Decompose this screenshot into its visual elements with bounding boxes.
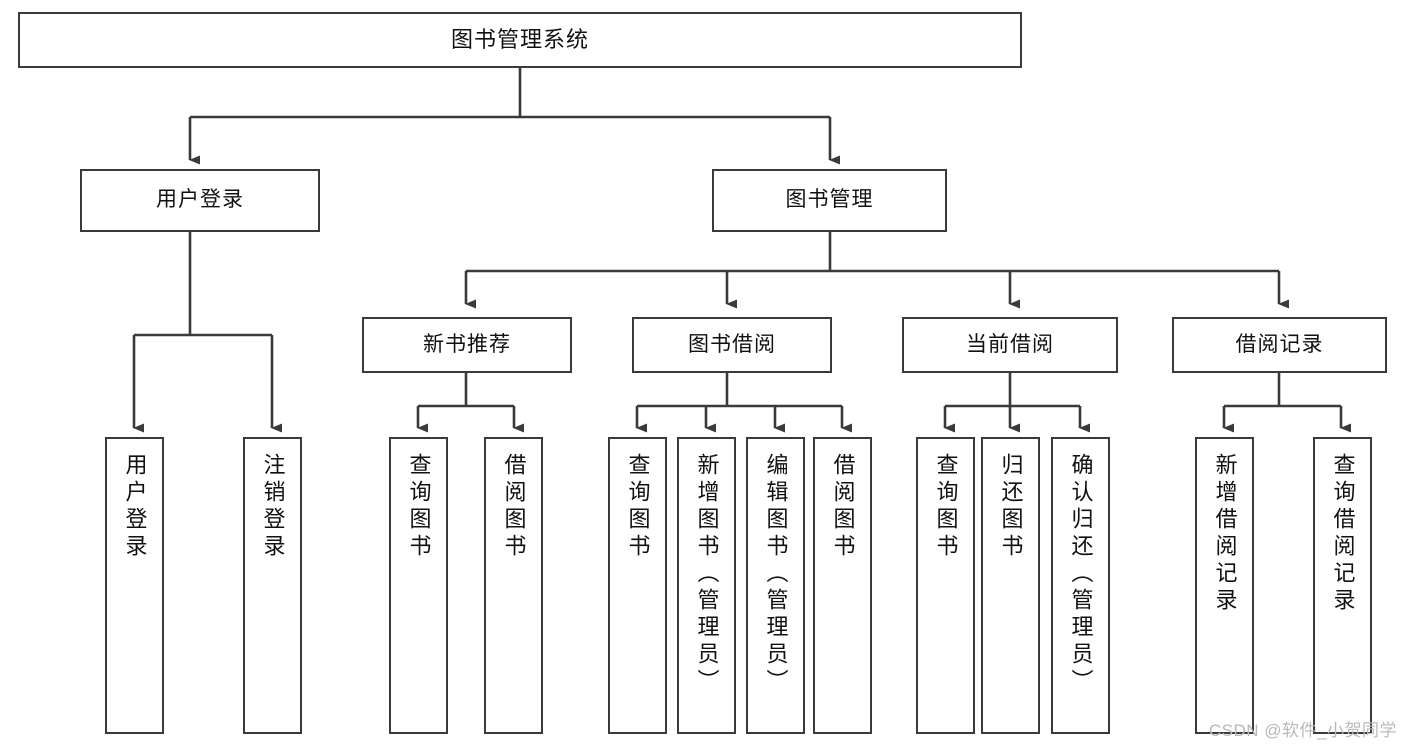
leaf-query-books-borrow[interactable]: 查询图书 xyxy=(608,437,667,734)
node-label: 确认归还（管理员） xyxy=(1068,453,1094,696)
node-current-borrow[interactable]: 当前借阅 xyxy=(902,317,1118,373)
leaf-add-borrow-record[interactable]: 新增借阅记录 xyxy=(1195,437,1254,734)
node-book-management[interactable]: 图书管理 xyxy=(712,169,947,232)
node-new-book-recommend[interactable]: 新书推荐 xyxy=(362,317,572,373)
leaf-query-borrow-record[interactable]: 查询借阅记录 xyxy=(1313,437,1372,734)
node-label: 查询图书 xyxy=(625,453,651,561)
node-label: 当前借阅 xyxy=(966,332,1054,356)
node-label: 注销登录 xyxy=(260,453,286,561)
leaf-edit-book-admin[interactable]: 编辑图书（管理员） xyxy=(746,437,805,734)
node-label: 用户登录 xyxy=(122,453,148,561)
node-user-login[interactable]: 用户登录 xyxy=(80,169,320,232)
leaf-query-books-current[interactable]: 查询图书 xyxy=(916,437,975,734)
node-label: 查询图书 xyxy=(406,453,432,561)
node-label: 借阅图书 xyxy=(830,453,856,561)
leaf-return-book[interactable]: 归还图书 xyxy=(981,437,1040,734)
leaf-add-book-admin[interactable]: 新增图书（管理员） xyxy=(677,437,736,734)
node-label: 归还图书 xyxy=(998,453,1024,561)
node-label: 新增借阅记录 xyxy=(1212,453,1238,615)
watermark: CSDN @软件_小贺同学 xyxy=(1208,721,1397,740)
leaf-borrow-books-recommend[interactable]: 借阅图书 xyxy=(484,437,543,734)
node-label: 图书管理系统 xyxy=(450,27,589,53)
leaf-borrow-book[interactable]: 借阅图书 xyxy=(813,437,872,734)
node-label: 图书借阅 xyxy=(688,332,776,356)
node-label: 借阅图书 xyxy=(501,453,527,561)
node-label: 新书推荐 xyxy=(423,332,511,356)
node-label: 编辑图书（管理员） xyxy=(763,453,789,696)
node-label: 借阅记录 xyxy=(1235,332,1324,356)
node-borrow-records[interactable]: 借阅记录 xyxy=(1172,317,1387,373)
leaf-query-books-recommend[interactable]: 查询图书 xyxy=(389,437,448,734)
node-book-borrow[interactable]: 图书借阅 xyxy=(632,317,832,373)
leaf-confirm-return-admin[interactable]: 确认归还（管理员） xyxy=(1051,437,1110,734)
node-label: 查询借阅记录 xyxy=(1330,453,1356,615)
node-label: 查询图书 xyxy=(933,453,959,561)
node-label: 用户登录 xyxy=(156,188,244,212)
leaf-user-login[interactable]: 用户登录 xyxy=(105,437,164,734)
node-label: 新增图书（管理员） xyxy=(694,453,720,696)
leaf-logout[interactable]: 注销登录 xyxy=(243,437,302,734)
node-root-system[interactable]: 图书管理系统 xyxy=(18,12,1022,68)
node-label: 图书管理 xyxy=(785,188,874,212)
